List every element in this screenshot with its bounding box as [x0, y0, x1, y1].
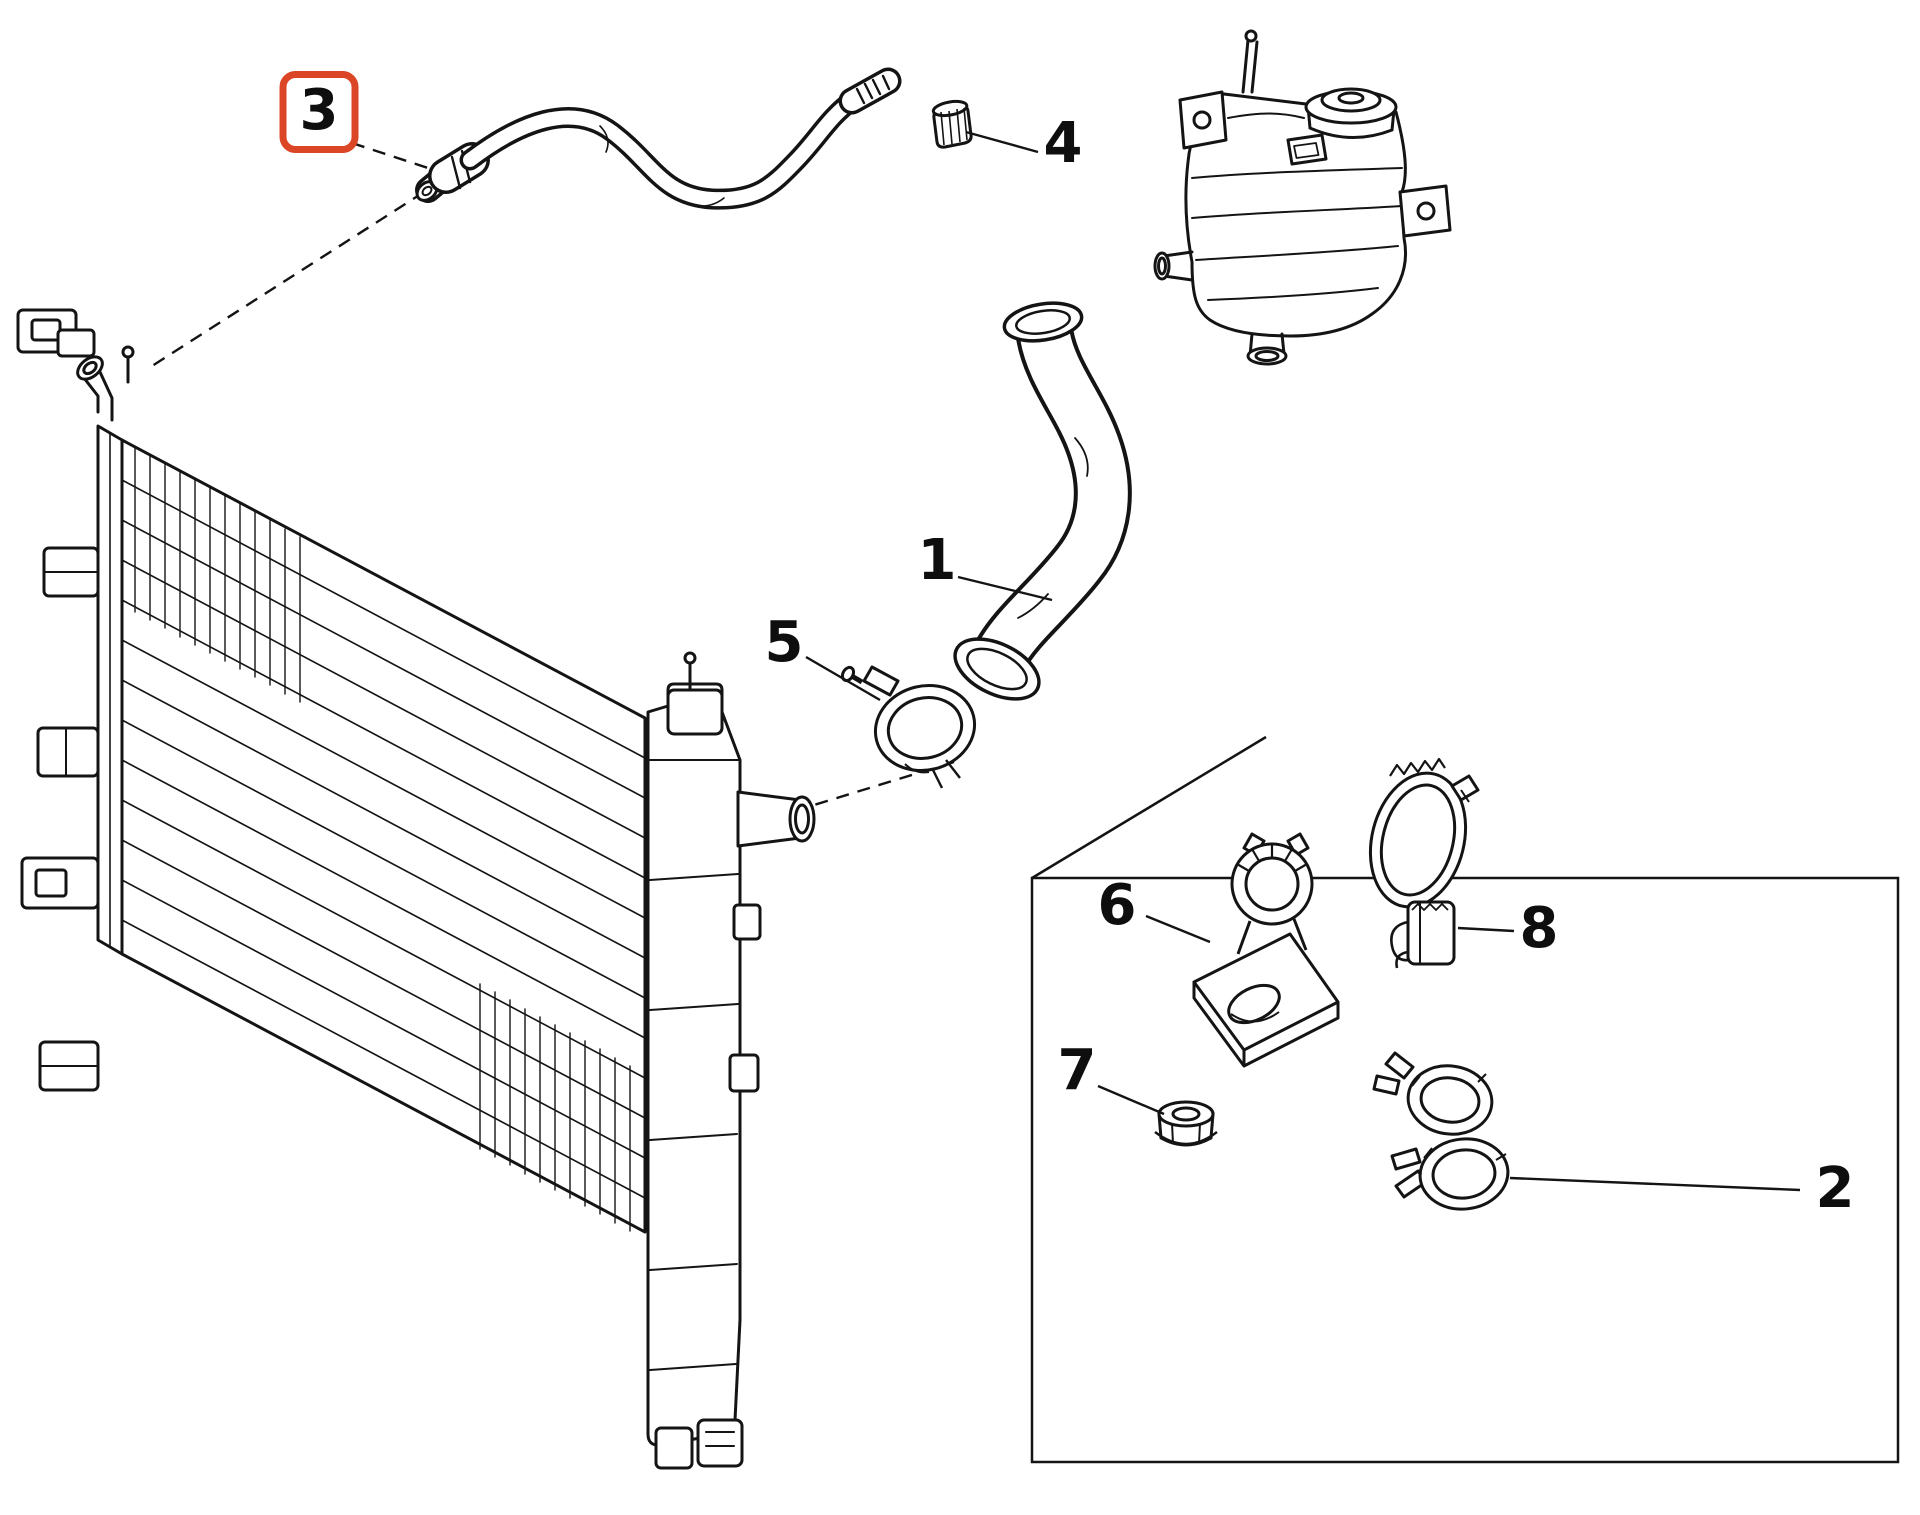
lower-hose-part-1-illustration [953, 301, 1132, 701]
leader-6 [1145, 914, 1211, 944]
leader-5 [805, 655, 881, 702]
leader-4 [965, 130, 1039, 154]
detail-box [1030, 735, 1900, 1464]
detail-box-diagonal [1031, 735, 1267, 880]
nut-part-7-illustration [1154, 1100, 1218, 1147]
radiator-inlet-pipe [82, 370, 114, 422]
leader-7 [1097, 1084, 1165, 1116]
callout-6[interactable]: 6 [1097, 873, 1137, 938]
retainer-clip-part-8-illustration [1368, 757, 1480, 969]
radiator-illustration [16, 308, 816, 1470]
leader-lines [805, 130, 1801, 1192]
hose-clamp-part-5-illustration [840, 665, 977, 789]
upper-hose-part-3-illustration [415, 67, 902, 210]
callout-1[interactable]: 1 [917, 528, 957, 593]
callout-2[interactable]: 2 [1815, 1156, 1855, 1221]
callout-4[interactable]: 4 [1043, 111, 1083, 176]
expansion-tank-illustration [1153, 29, 1452, 366]
callout-8[interactable]: 8 [1519, 896, 1559, 961]
bracket-part-6-illustration [1192, 832, 1340, 1068]
leader-2 [1509, 1176, 1801, 1192]
cap-part-4-illustration [931, 99, 973, 149]
spring-clamps-part-2-illustration [1372, 1051, 1510, 1211]
leader-8 [1457, 926, 1515, 933]
callout-7[interactable]: 7 [1057, 1038, 1097, 1103]
callout-5[interactable]: 5 [764, 610, 804, 675]
callout-3[interactable]: 3 [279, 71, 359, 153]
tank-cap [1320, 87, 1382, 113]
leader-1 [957, 575, 1053, 602]
